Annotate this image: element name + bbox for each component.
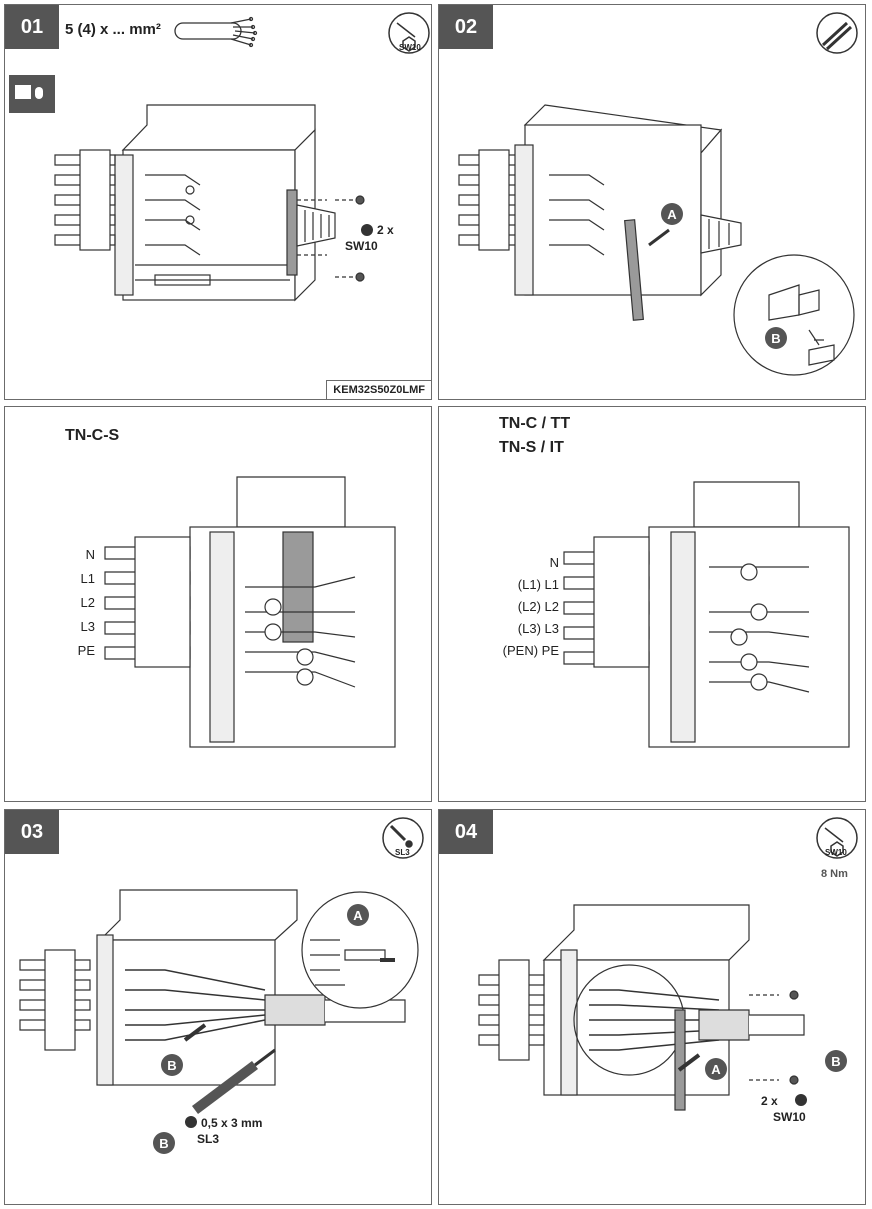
- screwdriver-tool-icon: [382, 817, 424, 859]
- blade-tool: SL3: [197, 1132, 220, 1146]
- wire-label: (L2) L2: [517, 599, 559, 614]
- tap-off-box: [458, 104, 855, 376]
- slot-icon: [185, 1116, 197, 1128]
- wire-label: PE: [77, 643, 95, 658]
- cable-spec: 5 (4) x ... mm²: [65, 21, 161, 38]
- wire-label: L2: [80, 595, 95, 610]
- step-number: 01: [5, 5, 59, 49]
- network-type: TN-C / TT: [499, 415, 571, 432]
- step-number: 04: [439, 810, 493, 854]
- panel-step-01: 01 5 (4) x ... mm²: [4, 4, 432, 400]
- network-type: TN-S / IT: [499, 439, 564, 456]
- panel-step-02: 02 A B: [438, 4, 866, 400]
- wire-label: (L3) L3: [517, 621, 559, 636]
- marker-a: A: [705, 1058, 727, 1080]
- cable-icon: [174, 16, 258, 48]
- step-number: 03: [5, 810, 59, 854]
- marker-b: B: [825, 1050, 847, 1072]
- assembly-drawing: [19, 817, 424, 1128]
- marker-a: A: [661, 203, 683, 225]
- hex-key-tool-icon: [388, 12, 430, 54]
- network-type: TN-C-S: [65, 427, 120, 444]
- wire-label: N: [85, 547, 95, 562]
- wire-label: L3: [80, 619, 95, 634]
- blade-size: 0,5 x 3 mm: [201, 1116, 263, 1130]
- hex-screw-icon: [361, 224, 373, 236]
- wire-label: L1: [80, 571, 95, 586]
- wire-label: (PEN) PE: [502, 643, 559, 658]
- wiring-drawing: [104, 476, 396, 748]
- wire-label: N: [549, 555, 559, 570]
- marker-b-lower: B: [153, 1132, 175, 1154]
- marker-b: B: [765, 327, 787, 349]
- assembly-drawing: [9, 12, 430, 302]
- panel-tn-c: TN-C / TT TN-S / IT N (L1) L1 (L2) L2 (L…: [438, 406, 866, 802]
- assembly-drawing: [478, 817, 858, 1111]
- tool-label: SW10: [399, 43, 421, 52]
- panel-tn-c-s: TN-C-S N L1 L2 L3 PE: [4, 406, 432, 802]
- tool-label: SW10: [825, 848, 847, 857]
- hex-screw-icon: [795, 1094, 807, 1106]
- cable-cutter-tool-icon: [816, 12, 858, 54]
- tap-off-box: [54, 104, 365, 302]
- lock-tab-icon: [9, 75, 55, 113]
- wiring-drawing: [563, 481, 850, 748]
- screw-tool: SW10: [345, 239, 378, 253]
- torque-value: 8 Nm: [821, 868, 848, 880]
- wire-label: (L1) L1: [517, 577, 559, 592]
- panel-step-04: 04 SW10 8 Nm A B 2 x SW10: [438, 809, 866, 1205]
- tap-off-box: [478, 904, 805, 1111]
- assembly-drawing: [458, 12, 858, 376]
- screw-tool: SW10: [773, 1110, 806, 1124]
- product-code: KEM32S50Z0LMF: [326, 380, 431, 399]
- tap-off-box: [19, 889, 419, 1114]
- marker-a: A: [347, 904, 369, 926]
- screw-count: 2 x: [761, 1094, 778, 1108]
- marker-b: B: [161, 1054, 183, 1076]
- screw-count: 2 x: [377, 223, 394, 237]
- hex-key-tool-icon: [816, 817, 858, 859]
- tool-label: SL3: [395, 848, 410, 857]
- panel-step-03: 03 SL3 A B B 0,5 x 3 mm SL3: [4, 809, 432, 1205]
- step-number: 02: [439, 5, 493, 49]
